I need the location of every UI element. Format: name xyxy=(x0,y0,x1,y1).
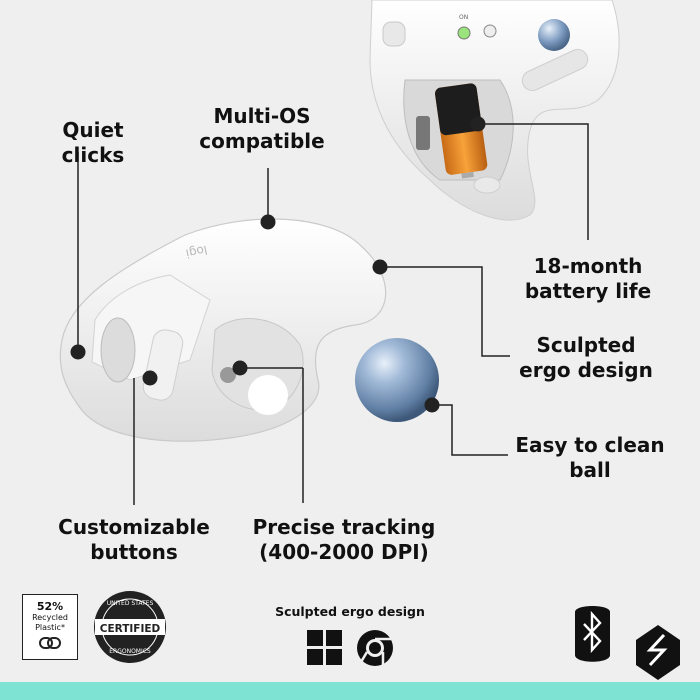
feature-tracking: Precise tracking (400-2000 DPI) xyxy=(244,515,444,565)
feature-easy-clean-line2: ball xyxy=(569,458,611,482)
recycled-line1: Recycled xyxy=(32,613,68,622)
mouse-body: logi xyxy=(59,218,387,442)
feature-customizable-line2: buttons xyxy=(90,540,178,564)
recycled-percent: 52% xyxy=(36,600,64,613)
scroll-wheel xyxy=(100,317,136,383)
mouse-underside: ON xyxy=(369,0,620,221)
certified-ergonomics-badge: CERTIFIED UNITED STATES ERGONOMICS xyxy=(94,591,166,663)
feature-quiet-clicks-line1: Quiet clicks xyxy=(61,118,125,167)
underside-ball xyxy=(538,19,570,51)
recycled-plastic-badge: 52% Recycled Plastic* xyxy=(22,594,78,660)
feature-multi-os-line1: Multi-OS xyxy=(213,104,311,128)
feature-customizable-line1: Customizable xyxy=(58,515,210,539)
recycle-link-icon xyxy=(39,637,61,649)
logi-logo-text: logi xyxy=(184,243,208,261)
feature-battery: 18-month battery life xyxy=(518,254,658,304)
aa-battery xyxy=(435,83,488,179)
feature-customizable: Customizable buttons xyxy=(48,515,220,565)
bluetooth-icon xyxy=(575,606,610,662)
feature-battery-line2: battery life xyxy=(524,279,652,303)
feature-sculpted: Sculpted ergo design xyxy=(516,333,656,383)
switch-on-label: ON xyxy=(459,14,468,21)
feature-sculpted-line2: ergo design xyxy=(519,358,653,382)
feature-multi-os-line2: compatible xyxy=(199,129,325,153)
feature-quiet-clicks: Quiet clicks xyxy=(28,118,158,168)
logi-bolt-icon xyxy=(636,625,680,680)
os-caption: Sculpted ergo design xyxy=(275,604,425,619)
feature-multi-os: Multi-OS compatible xyxy=(192,104,332,154)
accent-bar xyxy=(0,682,700,700)
windows-icon xyxy=(307,630,342,665)
feature-easy-clean-line1: Easy to clean xyxy=(515,433,665,457)
trackball xyxy=(355,338,439,422)
feature-easy-clean: Easy to clean ball xyxy=(510,433,670,483)
feature-sculpted-line1: Sculpted xyxy=(536,333,636,357)
certified-label: CERTIFIED xyxy=(100,623,161,635)
callout-dots xyxy=(70,116,486,413)
feature-battery-line1: 18-month xyxy=(533,254,643,278)
recycled-line2: Plastic* xyxy=(35,623,65,632)
feature-tracking-line2: (400-2000 DPI) xyxy=(259,540,429,564)
chrome-icon xyxy=(356,630,393,668)
feature-tracking-line1: Precise tracking xyxy=(252,515,436,539)
certified-top: UNITED STATES xyxy=(107,600,154,607)
certified-bottom: ERGONOMICS xyxy=(109,648,151,655)
callout-lines xyxy=(77,123,589,505)
